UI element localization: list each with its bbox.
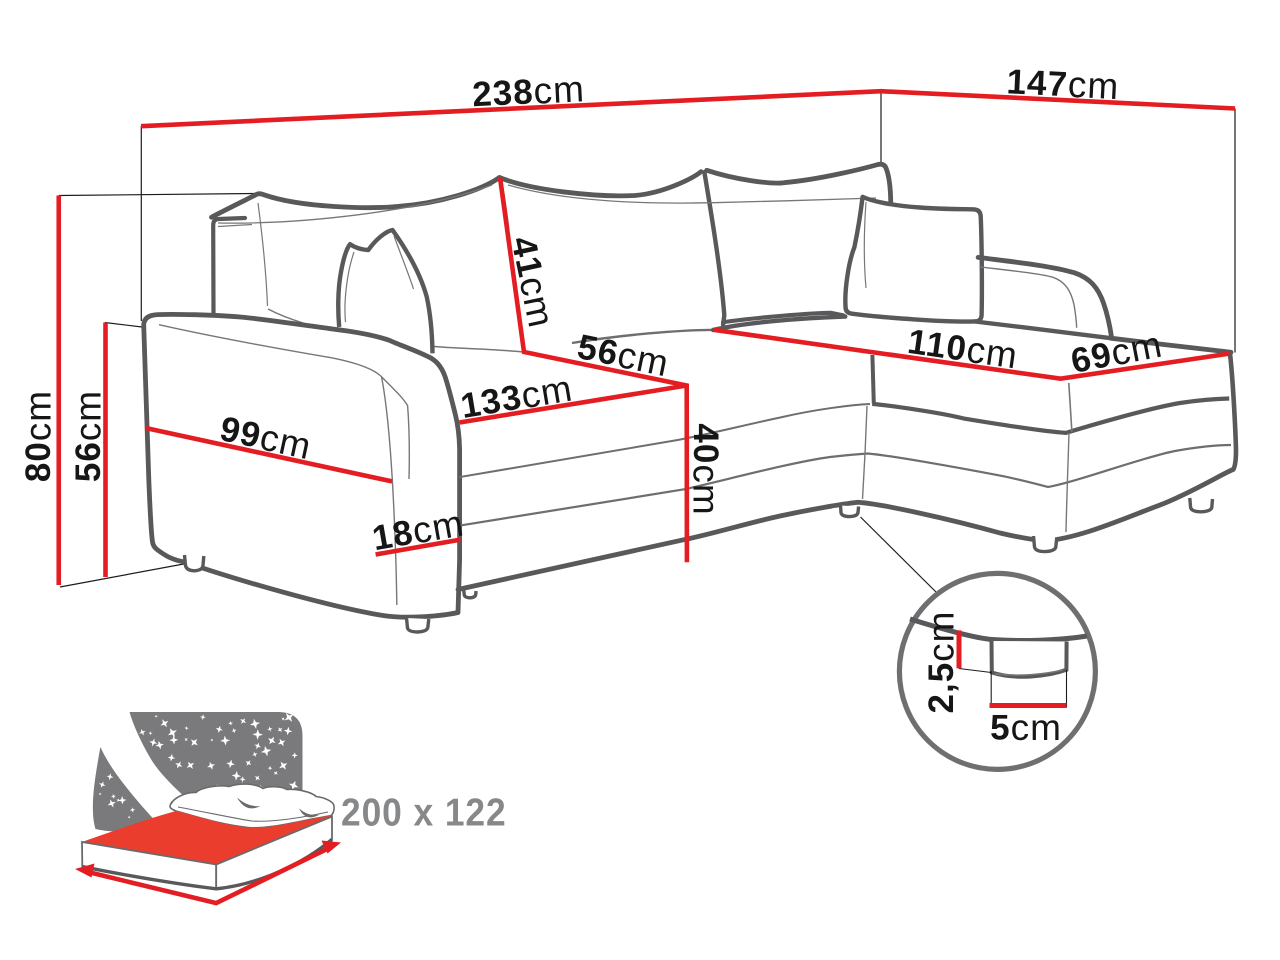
svg-text:18cm: 18cm — [369, 502, 467, 558]
svg-text:69cm: 69cm — [1067, 324, 1165, 382]
svg-text:5cm: 5cm — [990, 707, 1062, 748]
svg-text:133cm: 133cm — [458, 367, 576, 426]
svg-text:80cm: 80cm — [18, 390, 59, 482]
svg-text:56cm: 56cm — [68, 390, 109, 482]
svg-text:56cm: 56cm — [574, 326, 673, 385]
svg-text:200 x 122: 200 x 122 — [341, 792, 507, 835]
svg-text:147cm: 147cm — [1006, 61, 1121, 107]
svg-text:238cm: 238cm — [471, 68, 586, 114]
svg-text:40cm: 40cm — [686, 423, 727, 515]
svg-text:2,5cm: 2,5cm — [920, 611, 961, 714]
svg-text:110cm: 110cm — [905, 320, 1020, 376]
svg-text:99cm: 99cm — [216, 408, 315, 468]
